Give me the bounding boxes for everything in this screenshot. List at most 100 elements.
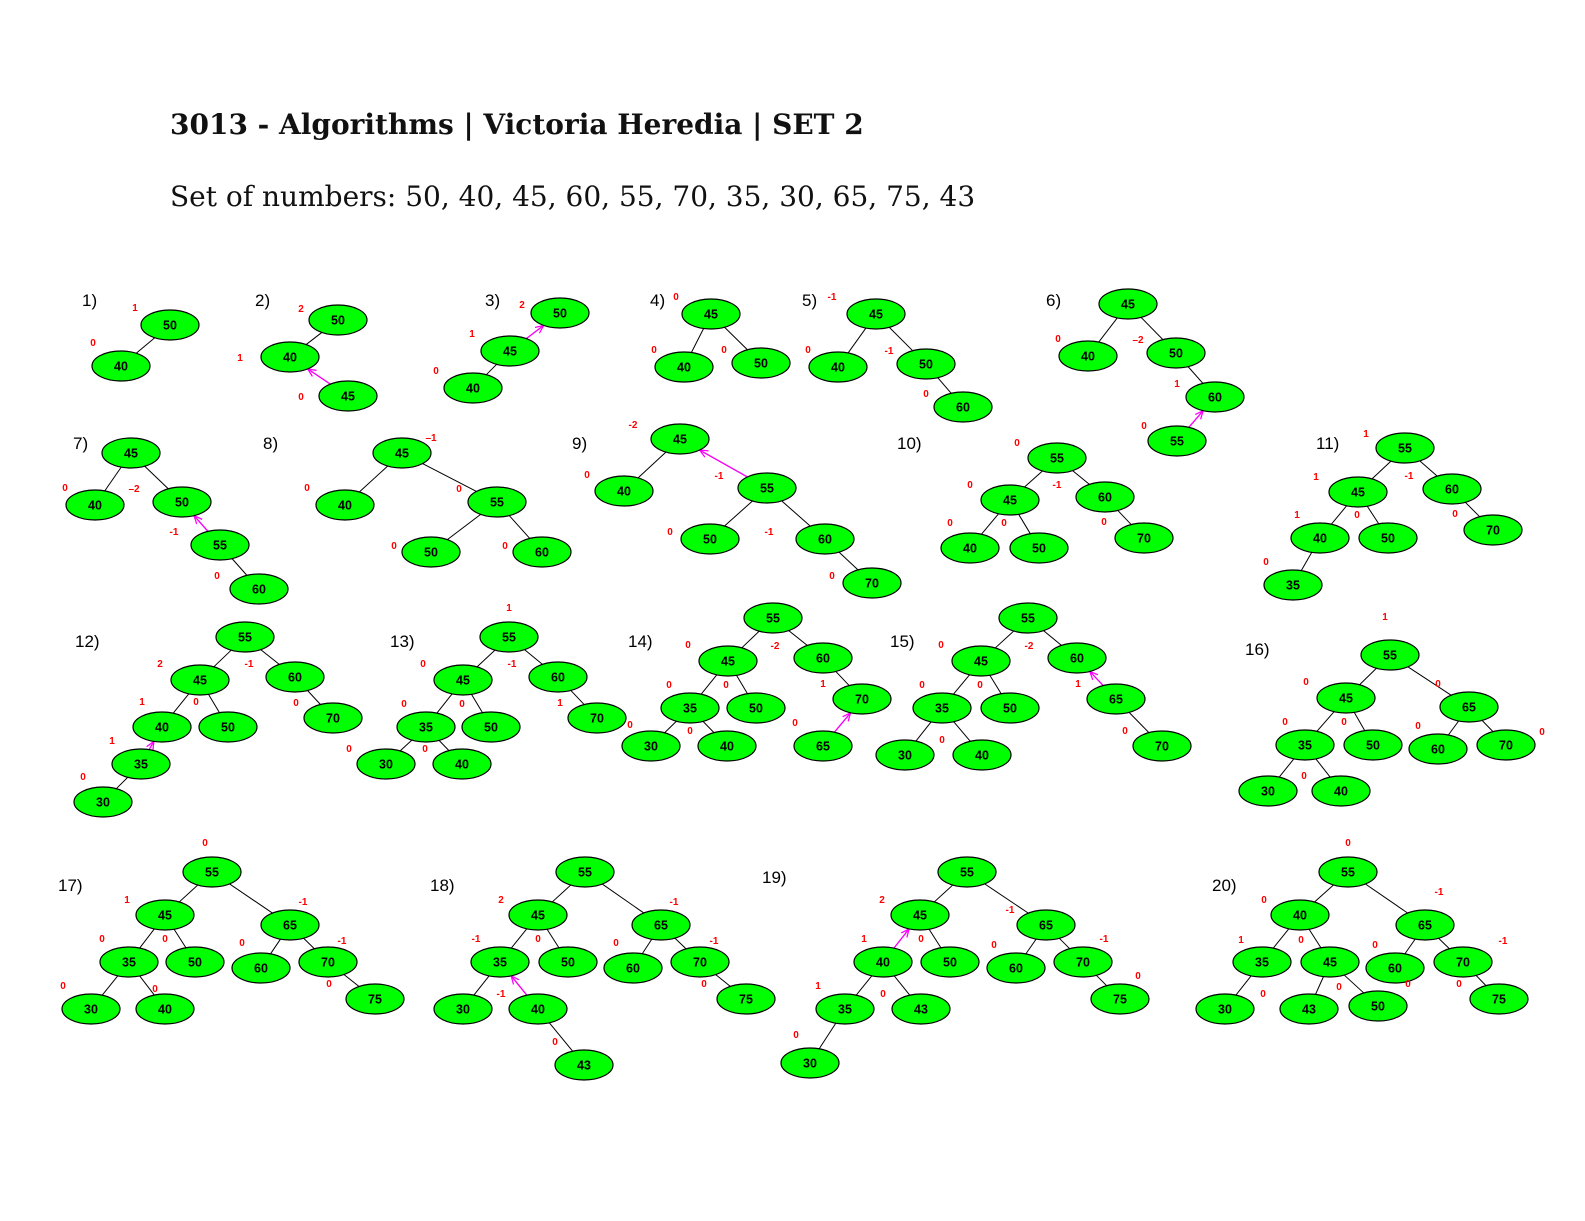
node-ellipse (152, 486, 212, 518)
node-value: 60 (818, 533, 832, 547)
node-ellipse (433, 993, 493, 1025)
node-value: 50 (749, 702, 763, 716)
node-value: 45 (503, 345, 517, 359)
node-value: 55 (1021, 612, 1035, 626)
balance-factor: -1 (299, 897, 308, 908)
tree-edge (736, 675, 748, 694)
tree-node: 500 (193, 697, 258, 743)
tree-node: 601 (1174, 379, 1245, 413)
tree-node: 500 (1354, 510, 1418, 554)
node-value: 70 (1076, 956, 1090, 970)
tree-node: 600 (923, 389, 993, 423)
tree-node: 400 (584, 470, 654, 507)
tree-node: 701 (820, 679, 892, 715)
tree-edge (1419, 460, 1438, 477)
node-value: 40 (975, 749, 989, 763)
balance-factor: 0 (667, 527, 673, 538)
tree-node: 600 (214, 571, 289, 605)
node-value: 35 (493, 956, 507, 970)
tree-edge (928, 928, 942, 949)
tree-node: 600 (1365, 940, 1425, 984)
node-value: 40 (531, 1003, 545, 1017)
node-value: 55 (960, 866, 974, 880)
node-value: 70 (1137, 532, 1151, 546)
tree-node: 600 (986, 940, 1046, 984)
tree-node: 550 (456, 484, 527, 518)
tree-edge (641, 938, 653, 955)
balance-factor: 0 (1055, 334, 1061, 345)
tree-edge (438, 740, 450, 751)
balance-factor: 0 (1261, 895, 1267, 906)
tree-edge (1117, 510, 1132, 525)
rotation-arrow (525, 325, 543, 340)
rotation-arrow (1188, 411, 1203, 428)
node-value: 75 (1492, 993, 1506, 1007)
node-value: 70 (1155, 740, 1169, 754)
node-value: 40 (338, 499, 352, 513)
node-value: 60 (626, 962, 640, 976)
tree-edge (1359, 667, 1377, 686)
balance-factor: -2 (1025, 641, 1034, 652)
balance-factor: 0 (1303, 677, 1309, 688)
balance-factor: 0 (947, 518, 953, 529)
tree-node: 450 (420, 659, 493, 696)
step-label: 19) (762, 868, 787, 887)
node-value: 50 (424, 546, 438, 560)
tree-edge (570, 690, 585, 705)
node-ellipse (1343, 729, 1403, 761)
node-ellipse (951, 645, 1011, 677)
tree-node: 65-1 (260, 897, 320, 941)
balance-factor: 0 (80, 772, 86, 783)
balance-factor: 0 (202, 838, 208, 849)
node-ellipse (538, 946, 598, 978)
node-value: 50 (1003, 702, 1017, 716)
balance-factor: 0 (1135, 971, 1141, 982)
tree-node: 400 (135, 984, 195, 1025)
balance-factor: 1 (1174, 379, 1180, 390)
tree-node: 502 (298, 304, 368, 336)
node-ellipse (952, 739, 1012, 771)
tree-node: 400 (1261, 895, 1330, 931)
node-ellipse (603, 952, 663, 984)
balance-factor: 1 (820, 679, 826, 690)
tree-node: 500 (723, 680, 786, 724)
tree-edge (893, 975, 911, 996)
tree-node: 45 (1098, 288, 1158, 320)
node-ellipse (65, 489, 125, 521)
tree-node: 450 (298, 380, 378, 412)
tree-edge (471, 694, 483, 713)
step-label: 7) (73, 434, 88, 453)
rotation-arrow (308, 369, 331, 385)
node-value: 50 (163, 319, 177, 333)
node-value: 60 (956, 401, 970, 415)
node-value: 65 (1462, 701, 1476, 715)
node-value: 35 (935, 702, 949, 716)
node-value: 30 (84, 1003, 98, 1017)
tree-edge (937, 377, 952, 394)
node-ellipse (920, 946, 980, 978)
tree-edge (953, 674, 970, 695)
node-ellipse (467, 486, 527, 518)
node-ellipse (660, 692, 720, 724)
node-value: 45 (673, 433, 687, 447)
node-value: 60 (1445, 483, 1459, 497)
node-value: 65 (1039, 919, 1053, 933)
node-value: 45 (974, 655, 988, 669)
node-ellipse (896, 348, 956, 380)
tree-node: 700 (293, 698, 363, 734)
tree-node: 452 (498, 895, 568, 931)
node-value: 50 (561, 956, 575, 970)
balance-factor: 0 (701, 979, 707, 990)
tree-edge (1140, 317, 1164, 340)
node-value: 70 (1486, 524, 1500, 538)
tree-edge (231, 558, 248, 576)
tree-edge (989, 675, 1002, 694)
node-ellipse (260, 341, 320, 373)
tree-node: 450 (673, 292, 741, 330)
balance-factor: 0 (1122, 726, 1128, 737)
node-value: 60 (1070, 652, 1084, 666)
